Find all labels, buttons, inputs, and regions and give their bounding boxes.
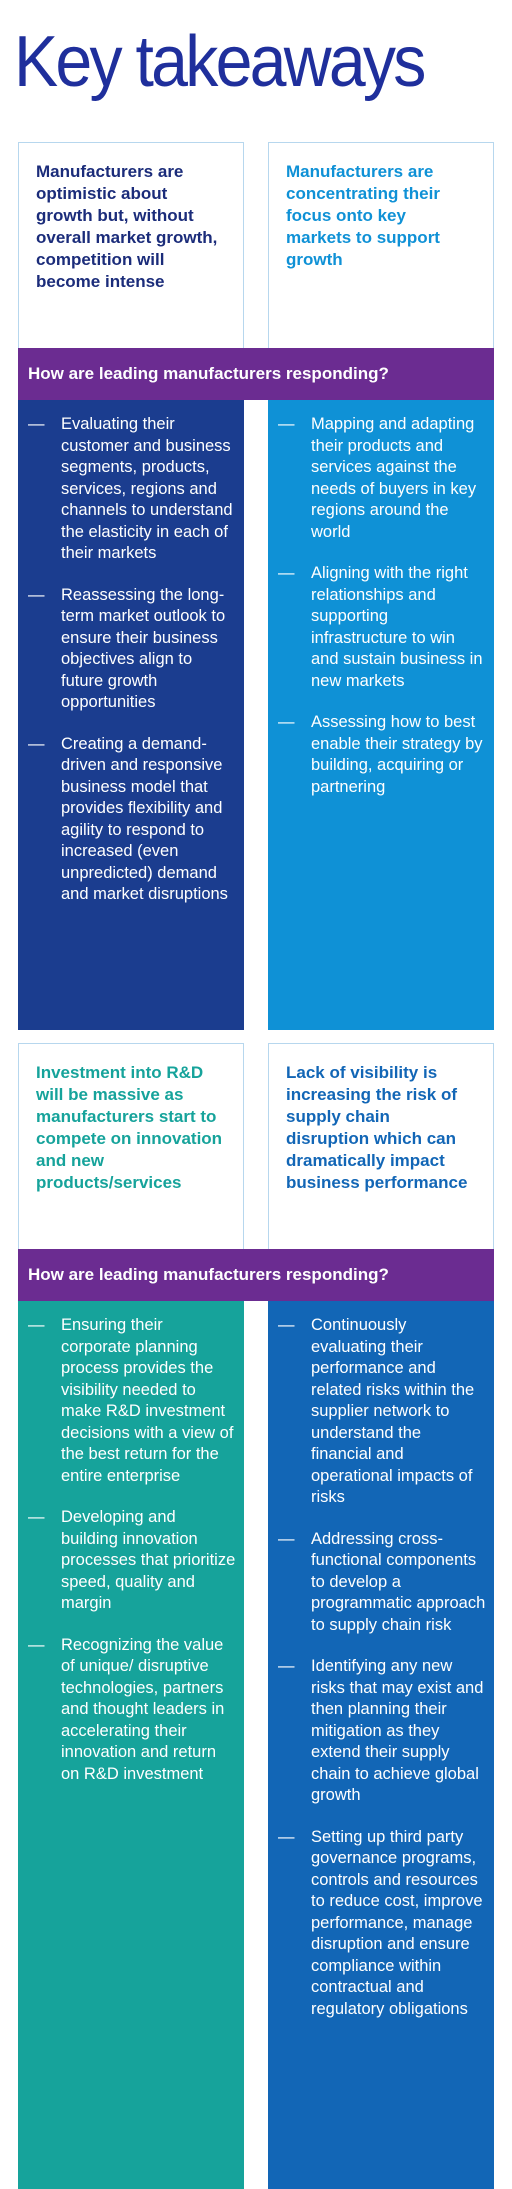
- section-band-1: How are leading manufacturers responding…: [18, 348, 494, 400]
- takeaway-heading-2-left: Investment into R&D will be massive as m…: [36, 1063, 223, 1192]
- dash-glyph: —: [278, 415, 295, 433]
- dash-glyph: —: [278, 1827, 295, 1846]
- takeaway-box-1-right: Manufacturers are concentrating their fo…: [268, 142, 494, 348]
- response-item: —Ensuring their corporate planning proce…: [28, 1316, 234, 1485]
- response-column-2-left: —Ensuring their corporate planning proce…: [18, 1301, 244, 2189]
- dash-glyph: —: [28, 585, 45, 604]
- dash-glyph: —: [28, 734, 45, 753]
- response-item: —Continuously evaluating their performan…: [278, 1316, 475, 1506]
- response-item: —Evaluating their customer and business …: [28, 415, 233, 562]
- response-item: —Developing and building innovation proc…: [28, 1508, 236, 1612]
- takeaway-box-2-left: Investment into R&D will be massive as m…: [18, 1043, 244, 1249]
- dash-glyph: —: [28, 1635, 45, 1654]
- response-item: —Creating a demand-driven and responsive…: [28, 734, 228, 904]
- section-band-2: How are leading manufacturers responding…: [18, 1249, 494, 1301]
- response-item: —Reassessing the long-term market outloo…: [28, 585, 226, 712]
- takeaway-heading-2-right: Lack of visibility is increasing the ris…: [286, 1063, 468, 1192]
- dash-glyph: —: [28, 1508, 45, 1526]
- dash-glyph: —: [278, 1529, 295, 1548]
- response-item: —Assessing how to best enable their stra…: [278, 713, 483, 796]
- response-column-1-right: —Mapping and adapting their products and…: [268, 400, 494, 1030]
- response-item: —Setting up third party governance progr…: [278, 1827, 483, 2018]
- dash-glyph: —: [278, 564, 295, 582]
- takeaway-box-2-right: Lack of visibility is increasing the ris…: [268, 1043, 494, 1249]
- response-item: —Addressing cross-functional components …: [278, 1529, 486, 1634]
- takeaway-heading-1-left: Manufacturers are optimistic about growt…: [36, 162, 218, 291]
- dash-glyph: —: [278, 1657, 295, 1675]
- dash-glyph: —: [28, 415, 45, 433]
- dash-glyph: —: [28, 1316, 45, 1334]
- response-column-1-left: —Evaluating their customer and business …: [18, 400, 244, 1030]
- page-title: Key takeaways: [14, 22, 426, 102]
- response-item: —Aligning with the right relationships a…: [278, 564, 483, 690]
- response-item: —Recognizing the value of unique/ disrup…: [28, 1635, 225, 1783]
- response-item: —Mapping and adapting their products and…: [278, 415, 477, 541]
- takeaway-box-1-left: Manufacturers are optimistic about growt…: [18, 142, 244, 348]
- dash-glyph: —: [278, 713, 295, 731]
- response-item: —Identifying any new risks that may exis…: [278, 1657, 484, 1804]
- takeaway-heading-1-right: Manufacturers are concentrating their fo…: [286, 162, 440, 269]
- dash-glyph: —: [278, 1316, 295, 1334]
- response-column-2-right: —Continuously evaluating their performan…: [268, 1301, 494, 2189]
